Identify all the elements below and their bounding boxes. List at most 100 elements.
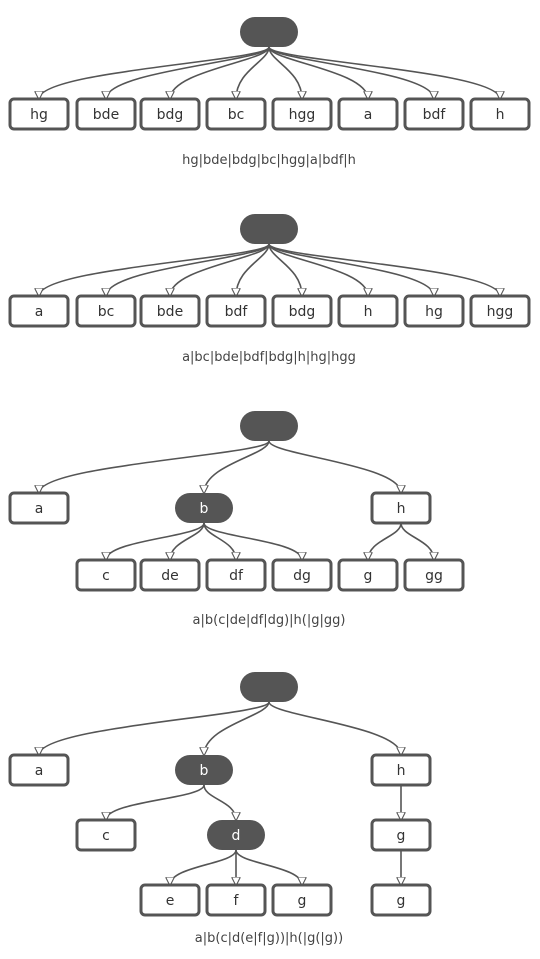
- edge-r-n8: [268, 243, 500, 296]
- node-label: hg: [425, 304, 443, 320]
- edge-r-n4: [236, 243, 270, 296]
- node-shape: [469, 97, 531, 131]
- node-label: a: [35, 304, 44, 320]
- node-label: a: [364, 107, 373, 123]
- node-a: a: [8, 294, 70, 328]
- node-f: f: [205, 883, 267, 917]
- node-label: bde: [93, 107, 119, 123]
- edge-b-c: [106, 784, 205, 820]
- node-shape: [205, 558, 267, 592]
- root-node: [240, 411, 298, 441]
- tree-caption: a|bc|bde|bdf|bdg|h|hg|hgg: [182, 350, 356, 365]
- node-shape: [469, 294, 531, 328]
- node-h: h: [370, 753, 432, 787]
- node-shape: [139, 294, 201, 328]
- node-shape: [205, 97, 267, 131]
- node-label: a: [35, 763, 44, 779]
- node-shape: [240, 17, 298, 47]
- tree-2: a bc bde bdf bdg h hg hgg a|bc|bde|bdf|bdg|h|hg|…: [8, 214, 531, 365]
- node-shape: [207, 820, 265, 850]
- node-shape: [271, 883, 333, 917]
- edge-r-n5: [268, 243, 302, 296]
- node-hg: hg: [403, 294, 465, 328]
- node-label: b: [200, 763, 209, 779]
- node-label: bc: [228, 107, 245, 123]
- root-node: [240, 17, 298, 47]
- edge-r-a: [39, 701, 270, 755]
- node-label: hgg: [289, 107, 316, 123]
- node-g: g: [370, 818, 432, 852]
- node-label: bdg: [289, 304, 316, 320]
- node-h: h: [337, 294, 399, 328]
- node-shape: [139, 883, 201, 917]
- node-shape: [240, 672, 298, 702]
- edge-b-c: [106, 522, 205, 560]
- edge-r-n3: [170, 243, 270, 296]
- node-shape: [370, 818, 432, 852]
- node-bde: bde: [75, 97, 137, 131]
- node-label: h: [397, 763, 406, 779]
- node-bc: bc: [205, 97, 267, 131]
- node-shape: [139, 97, 201, 131]
- node-g: g: [337, 558, 399, 592]
- edge-b-df: [203, 522, 236, 560]
- edge-d-g: [235, 849, 302, 885]
- edge-r-h: [268, 440, 401, 493]
- node-bdg: bdg: [271, 294, 333, 328]
- node-bc: bc: [75, 294, 137, 328]
- node-shape: [8, 97, 70, 131]
- edge-r-h: [268, 701, 401, 755]
- node-a: a: [8, 753, 70, 787]
- node-g: g: [271, 883, 333, 917]
- node-gg: gg: [403, 558, 465, 592]
- node-shape: [370, 883, 432, 917]
- tree-caption: a|b(c|d(e|f|g))|h(|g(|g)): [195, 931, 343, 946]
- node-label: e: [166, 893, 175, 909]
- node-label: h: [397, 501, 406, 517]
- node-d: d: [207, 820, 265, 850]
- node-g: g: [370, 883, 432, 917]
- node-label: c: [102, 828, 110, 844]
- node-label: gg: [425, 568, 443, 584]
- node-hgg: hgg: [271, 97, 333, 131]
- node-shape: [75, 558, 137, 592]
- node-label: b: [200, 501, 209, 517]
- node-bdg: bdg: [139, 97, 201, 131]
- node-shape: [75, 97, 137, 131]
- node-shape: [271, 97, 333, 131]
- node-shape: [8, 753, 70, 787]
- node-shape: [175, 493, 233, 523]
- node-label: bdf: [225, 304, 249, 320]
- node-shape: [271, 294, 333, 328]
- node-shape: [75, 818, 137, 852]
- node-label: hgg: [487, 304, 514, 320]
- node-shape: [370, 491, 432, 525]
- edge-r-n6: [268, 243, 368, 296]
- node-label: g: [397, 893, 406, 909]
- node-shape: [175, 755, 233, 785]
- node-shape: [205, 294, 267, 328]
- edge-d-e: [170, 849, 237, 885]
- root-node: [240, 672, 298, 702]
- node-shape: [403, 294, 465, 328]
- node-df: df: [205, 558, 267, 592]
- edge-b-d: [203, 784, 236, 820]
- node-b: b: [175, 755, 233, 785]
- edge-r-n6: [268, 46, 368, 99]
- edge-r-n8: [268, 46, 500, 99]
- node-b: b: [175, 493, 233, 523]
- node-label: h: [496, 107, 505, 123]
- node-label: h: [364, 304, 373, 320]
- edge-r-a: [39, 440, 270, 493]
- node-bdf: bdf: [205, 294, 267, 328]
- edge-h-gg: [400, 522, 434, 560]
- edge-r-n2: [106, 243, 270, 296]
- node-shape: [271, 558, 333, 592]
- edge-r-b: [204, 440, 270, 493]
- node-label: hg: [30, 107, 48, 123]
- node-shape: [8, 294, 70, 328]
- node-label: bde: [157, 304, 183, 320]
- node-label: dg: [293, 568, 311, 584]
